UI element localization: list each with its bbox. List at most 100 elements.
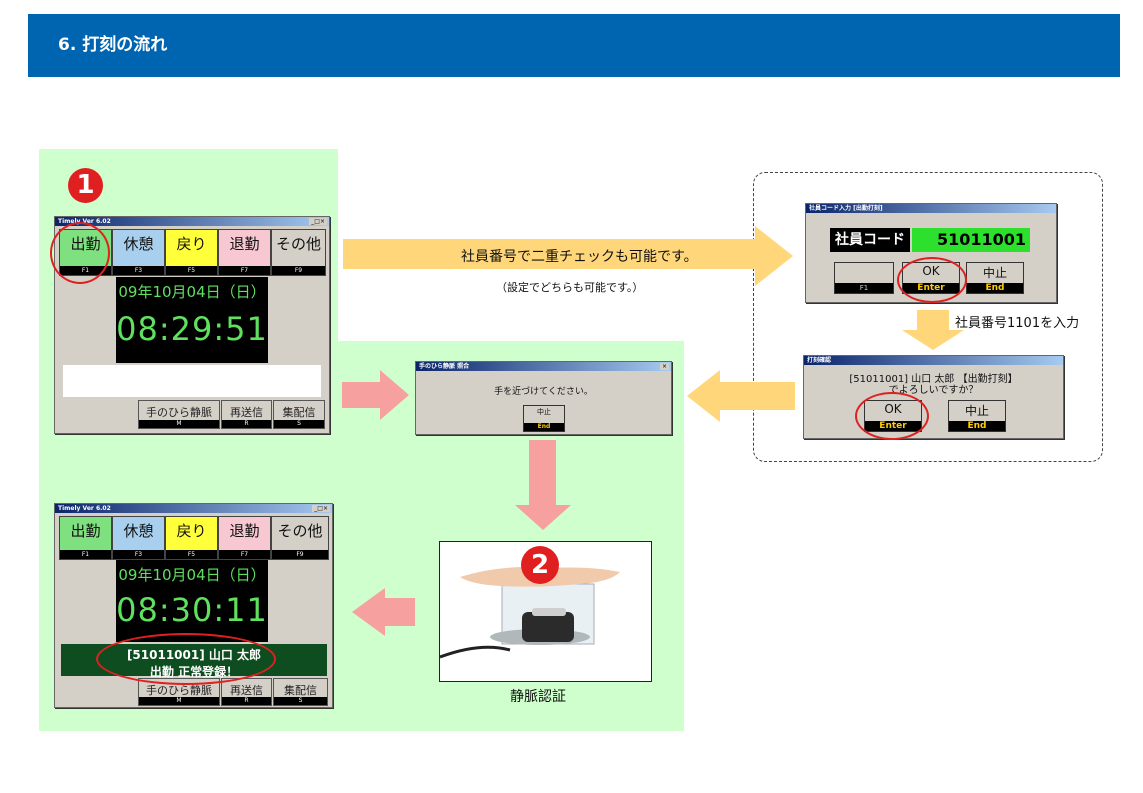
arrow-yellow-down <box>902 310 964 350</box>
return-button[interactable]: 戻り F5 <box>165 516 218 560</box>
highlight-ellipse-ok-2 <box>855 392 929 440</box>
section-title: 6. 打刻の流れ <box>58 35 168 55</box>
palm-instruction: 手を近づけてください。 <box>494 387 593 397</box>
dialog-titlebar: 社員コード入力 [出勤打刻] <box>806 204 1056 213</box>
button-label: 戻り <box>176 235 207 253</box>
button-label: 休憩 <box>123 522 154 540</box>
break-button[interactable]: 休憩 F3 <box>112 516 165 560</box>
arrow-pink-right <box>342 370 409 420</box>
clock-in-button[interactable]: 出勤 F1 <box>59 516 112 560</box>
blank-button[interactable]: F1 <box>834 262 894 294</box>
cancel-button[interactable]: 中止 End <box>948 400 1006 432</box>
punch-confirm-dialog: 打刻確認 [51011001] 山口 太郎 【出勤打刻】 でよろしいですか？ O… <box>803 355 1064 439</box>
button-label: 戻り <box>176 522 207 540</box>
close-icon[interactable]: × <box>659 363 669 370</box>
arrow-yellow-right <box>343 226 793 286</box>
dialog-title: 社員コード入力 [出勤打刻] <box>809 205 883 212</box>
button-label: 集配信 <box>284 684 317 697</box>
arrow-pink-left <box>352 588 415 636</box>
cancel-button[interactable]: 中止 End <box>523 405 565 432</box>
button-label: 中止 <box>964 404 989 418</box>
time-text: 08:30:11 <box>116 591 268 629</box>
button-key: F1 <box>60 550 111 559</box>
button-key: F3 <box>113 550 164 559</box>
dialog-titlebar: 手のひら静脈 照合 × <box>416 362 671 371</box>
confirm-line-2: でよろしいですか？ <box>888 385 979 396</box>
button-label: 再送信 <box>230 406 263 419</box>
dialog-title: 手のひら静脈 照合 <box>419 363 470 370</box>
employee-code-label: 社員コード <box>830 228 910 252</box>
button-label: 再送信 <box>230 684 263 697</box>
clock-display: 09年10月04日（日） 08:29:51 <box>116 277 268 363</box>
window-title: Timely Ver 6.02 <box>58 505 111 512</box>
cancel-button[interactable]: 中止 End <box>966 262 1024 294</box>
button-label: 出勤 <box>70 522 101 540</box>
double-check-caption: 社員番号で二重チェックも可能です。 <box>461 249 698 265</box>
other-button[interactable]: その他 F9 <box>271 516 329 560</box>
arrow-pink-down <box>515 440 571 530</box>
window-title: Timely Ver 6.02 <box>58 218 111 225</box>
date-text: 09年10月04日（日） <box>118 566 266 584</box>
date-text: 09年10月04日（日） <box>118 283 266 301</box>
clock-out-button[interactable]: 退勤 F7 <box>218 516 271 560</box>
confirm-line-1: [51011001] 山口 太郎 【出勤打刻】 <box>849 374 1018 385</box>
time-text: 08:29:51 <box>116 310 268 348</box>
button-key: End <box>524 423 564 431</box>
window-titlebar: Timely Ver 6.02 _□× <box>55 504 332 513</box>
button-label: 中止 <box>982 266 1007 280</box>
button-key: F5 <box>166 550 217 559</box>
button-key: F1 <box>835 283 893 293</box>
section-header-bar <box>28 14 1120 77</box>
button-key: F3 <box>113 266 164 275</box>
button-label: その他 <box>277 522 323 540</box>
button-key: R <box>222 697 271 705</box>
button-key: S <box>274 697 327 705</box>
button-label: 退勤 <box>229 235 260 253</box>
vein-auth-caption: 静脈認証 <box>510 689 566 705</box>
dialog-title: 打刻確認 <box>807 357 832 364</box>
button-key: S <box>274 420 324 428</box>
arrow-yellow-left <box>687 370 795 422</box>
window-controls[interactable]: _□× <box>312 505 330 512</box>
button-label: 中止 <box>537 408 551 416</box>
step-2-marker: 2 <box>521 546 559 584</box>
button-key: R <box>222 420 271 428</box>
window-titlebar: Timely Ver 6.02 _□× <box>55 217 329 226</box>
employee-code-input[interactable]: 51011001 <box>912 228 1030 252</box>
button-key: F9 <box>272 266 325 275</box>
dialog-titlebar: 打刻確認 <box>804 356 1063 365</box>
input-caption: 社員番号1101を入力 <box>955 316 1080 331</box>
button-key: F7 <box>219 266 270 275</box>
highlight-ellipse-result <box>96 633 276 685</box>
button-key: End <box>949 421 1005 431</box>
button-label: その他 <box>275 235 321 253</box>
button-label: 集配信 <box>282 406 316 419</box>
highlight-ellipse-ok-1 <box>897 257 967 303</box>
button-label: 手のひら静脈 <box>146 684 212 697</box>
button-key: F7 <box>219 550 270 559</box>
button-label: 手のひら静脈 <box>146 406 212 419</box>
button-key: F9 <box>272 550 328 559</box>
highlight-ellipse-clock-in <box>50 222 110 284</box>
button-key: M <box>139 420 219 428</box>
other-button[interactable]: その他 F9 <box>271 229 326 276</box>
window-controls[interactable]: _□× <box>309 218 327 225</box>
setting-caption: （設定でどちらも可能です。） <box>496 281 644 294</box>
clock-out-button[interactable]: 退勤 F7 <box>218 229 271 276</box>
button-key: End <box>967 283 1023 293</box>
break-button[interactable]: 休憩 F3 <box>112 229 165 276</box>
palm-vein-dialog: 手のひら静脈 照合 × 手を近づけてください。 中止 End <box>415 361 672 435</box>
button-key: M <box>139 697 219 705</box>
button-label: 退勤 <box>229 522 260 540</box>
message-area <box>63 365 321 397</box>
button-label: 休憩 <box>123 235 154 253</box>
step-1-marker: 1 <box>68 168 103 203</box>
